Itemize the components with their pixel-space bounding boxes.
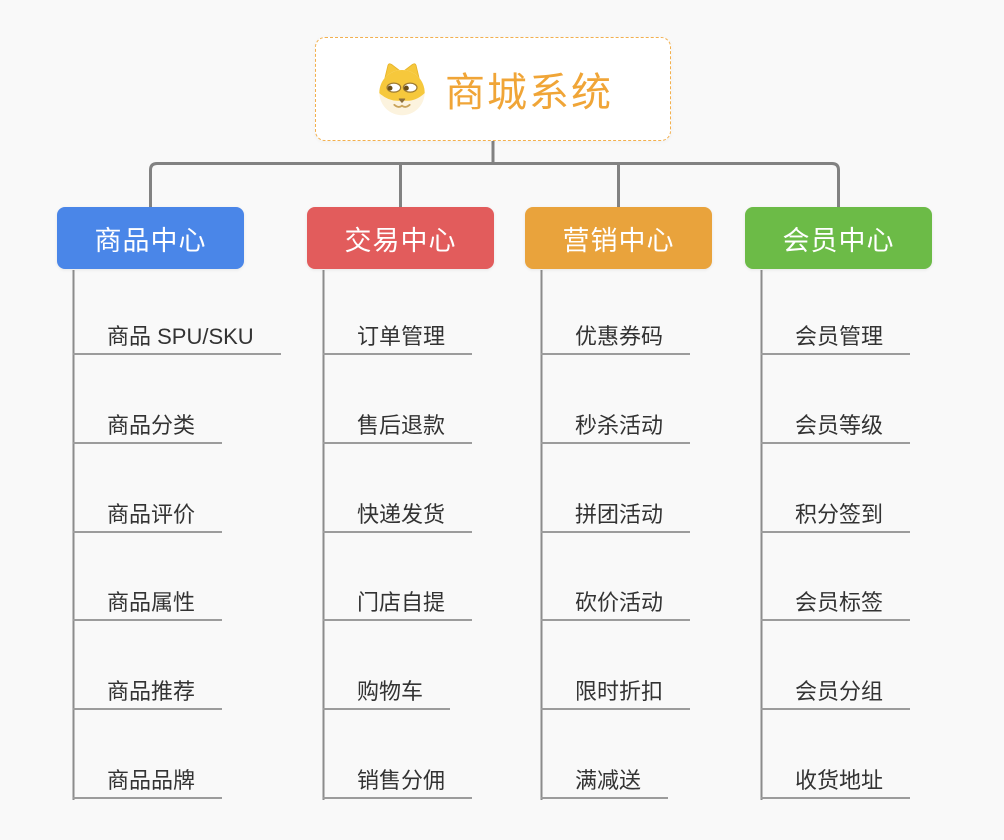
branch-item-node[interactable]: 购物车 [323, 676, 451, 711]
branch-item-label: 会员等级 [795, 412, 884, 438]
branch-label: 商品中心 [94, 225, 207, 256]
branch-item-node[interactable]: 商品评价 [73, 499, 223, 533]
branch-label: 营销中心 [562, 225, 675, 256]
branch-header-node[interactable]: 营销中心 [525, 207, 712, 269]
branch-item-node[interactable]: 积分签到 [761, 499, 911, 533]
branch-item-node[interactable]: 商品品牌 [73, 765, 223, 799]
branch-item-label: 拼团活动 [575, 501, 664, 527]
branch-item-node[interactable]: 售后退款 [323, 410, 473, 444]
branch-item-label: 商品 SPU/SKU [107, 324, 254, 349]
branch-item-label: 商品分类 [107, 412, 196, 438]
branch-item-label: 销售分佣 [357, 768, 446, 793]
branch-item-node[interactable]: 商品分类 [73, 410, 223, 444]
branch-2: 营销中心 优惠券码 秒杀活动 拼团活动 砍价活动 限时折扣 满减送 [525, 207, 785, 827]
branch-item-label: 砍价活动 [575, 590, 664, 616]
branch-item-node[interactable]: 门店自提 [323, 587, 473, 622]
branch-item-label: 收货地址 [795, 768, 884, 793]
branch-item-label: 秒杀活动 [575, 412, 664, 438]
branch-bus-line [149, 162, 840, 208]
branch-item-node[interactable]: 会员等级 [761, 410, 911, 444]
root-node[interactable]: 商城系统 [315, 37, 671, 141]
branch-header-node[interactable]: 交易中心 [307, 207, 494, 269]
dog-face-icon [379, 63, 425, 116]
branch-item-node[interactable]: 优惠券码 [541, 321, 691, 355]
branch-item-node[interactable]: 会员管理 [761, 321, 911, 355]
branch-item-label: 快递发货 [357, 501, 446, 527]
branch-item-node[interactable]: 秒杀活动 [541, 410, 691, 444]
branch-item-label: 售后退款 [357, 412, 446, 438]
branch-label: 交易中心 [344, 225, 457, 256]
branch-item-label: 积分签到 [795, 501, 884, 527]
branch-item-label: 门店自提 [357, 590, 446, 616]
branch-1: 交易中心 订单管理 售后退款 快递发货 门店自提 购物车 销售分佣 [307, 207, 567, 827]
branch-item-node[interactable]: 商品属性 [73, 587, 223, 622]
branch-header-node[interactable]: 会员中心 [745, 207, 932, 269]
branch-item-label: 商品属性 [107, 590, 196, 616]
branch-item-label: 会员分组 [795, 679, 884, 705]
branch-item-node[interactable]: 商品 SPU/SKU [73, 321, 281, 355]
branch-item-node[interactable]: 满减送 [541, 765, 669, 799]
branch-item-label: 商品品牌 [107, 768, 196, 793]
branch-label: 会员中心 [782, 225, 895, 256]
branch-item-node[interactable]: 会员标签 [761, 587, 911, 622]
branch-item-node[interactable]: 订单管理 [323, 321, 473, 355]
branch-item-node[interactable]: 商品推荐 [73, 676, 223, 711]
branch-item-node[interactable]: 拼团活动 [541, 499, 691, 533]
branch-item-node[interactable]: 限时折扣 [541, 676, 691, 711]
branch-item-label: 会员标签 [795, 590, 884, 616]
branch-item-label: 优惠券码 [575, 324, 664, 349]
branch-3: 会员中心 会员管理 会员等级 积分签到 会员标签 会员分组 收货地址 [745, 207, 1004, 827]
branch-item-node[interactable]: 快递发货 [323, 499, 473, 533]
branch-item-label: 限时折扣 [575, 679, 664, 705]
branch-header-node[interactable]: 商品中心 [57, 207, 244, 269]
branch-0: 商品中心 商品 SPU/SKU 商品分类 商品评价 商品属性 商品推荐 商品品牌 [57, 207, 317, 827]
root-title: 商城系统 [445, 71, 613, 115]
branch-item-label: 商品推荐 [107, 679, 196, 705]
branch-item-node[interactable]: 会员分组 [761, 676, 911, 711]
branch-item-node[interactable]: 收货地址 [761, 765, 911, 799]
branch-item-label: 购物车 [357, 679, 424, 705]
branch-item-label: 会员管理 [795, 324, 884, 349]
branch-item-label: 商品评价 [107, 501, 196, 527]
branch-item-label: 订单管理 [357, 324, 446, 349]
branch-item-node[interactable]: 销售分佣 [323, 765, 473, 799]
branch-item-node[interactable]: 砍价活动 [541, 587, 691, 622]
branch-item-label: 满减送 [575, 768, 642, 793]
